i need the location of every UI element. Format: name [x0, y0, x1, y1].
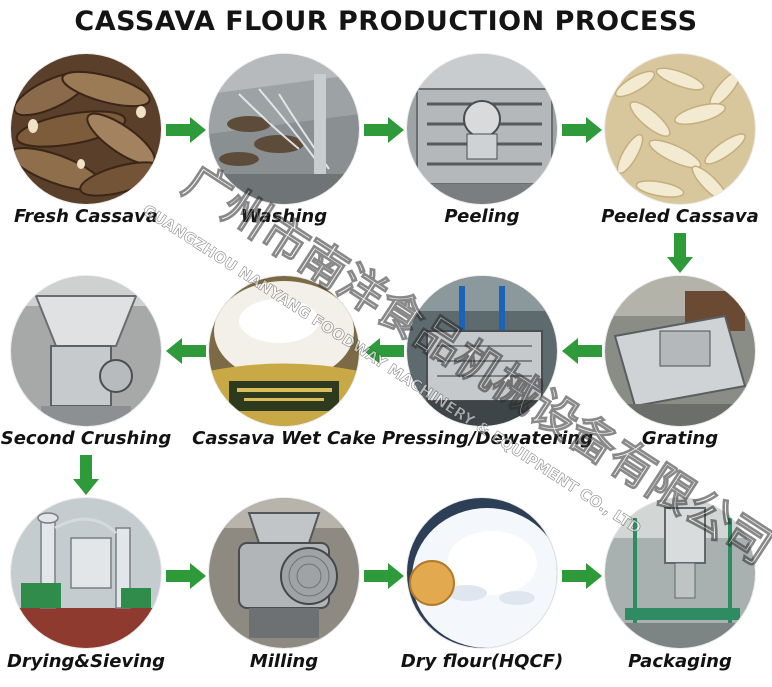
arrow-right-icon	[166, 117, 206, 143]
step-label: Fresh Cassava	[13, 206, 158, 227]
arrow-right-icon	[562, 563, 602, 589]
arrow-right-icon	[364, 117, 404, 143]
arrow-right-icon	[364, 563, 404, 589]
photo-milling	[209, 498, 359, 648]
photo-packaging	[605, 498, 755, 648]
step-label: Dry flour(HQCF)	[400, 651, 564, 672]
step-label: Second Crushing	[0, 428, 172, 449]
step-label: Cassava Wet Cake	[192, 428, 376, 449]
photo-pressing-dewatering	[407, 276, 557, 426]
photo-second-crushing	[11, 276, 161, 426]
arrow-down-icon	[73, 455, 99, 495]
step-label: Grating	[641, 428, 719, 449]
photo-peeled-cassava	[605, 54, 755, 204]
step-label: Milling	[249, 651, 319, 672]
arrow-left-icon	[562, 338, 602, 364]
step-label: Peeled Cassava	[601, 206, 759, 227]
page-title: CASSAVA FLOUR PRODUCTION PROCESS	[74, 6, 698, 37]
step-label: Pressing/Dewatering	[382, 428, 594, 449]
arrow-right-icon	[166, 563, 206, 589]
photo-fresh-cassava	[11, 54, 161, 204]
photo-grating	[605, 276, 755, 426]
arrow-down-icon	[667, 233, 693, 273]
photo-dry-flour	[407, 498, 557, 648]
arrow-right-icon	[562, 117, 602, 143]
photo-washing	[209, 54, 359, 204]
arrow-left-icon	[166, 338, 206, 364]
photo-peeling	[407, 54, 557, 204]
step-label: Washing	[240, 206, 328, 227]
photo-drying-sieving	[11, 498, 161, 648]
arrow-left-icon	[364, 338, 404, 364]
step-label: Packaging	[628, 651, 732, 672]
step-label: Peeling	[444, 206, 520, 227]
step-label: Drying&Sieving	[6, 651, 166, 672]
photo-cassava-wet-cake	[209, 276, 359, 426]
